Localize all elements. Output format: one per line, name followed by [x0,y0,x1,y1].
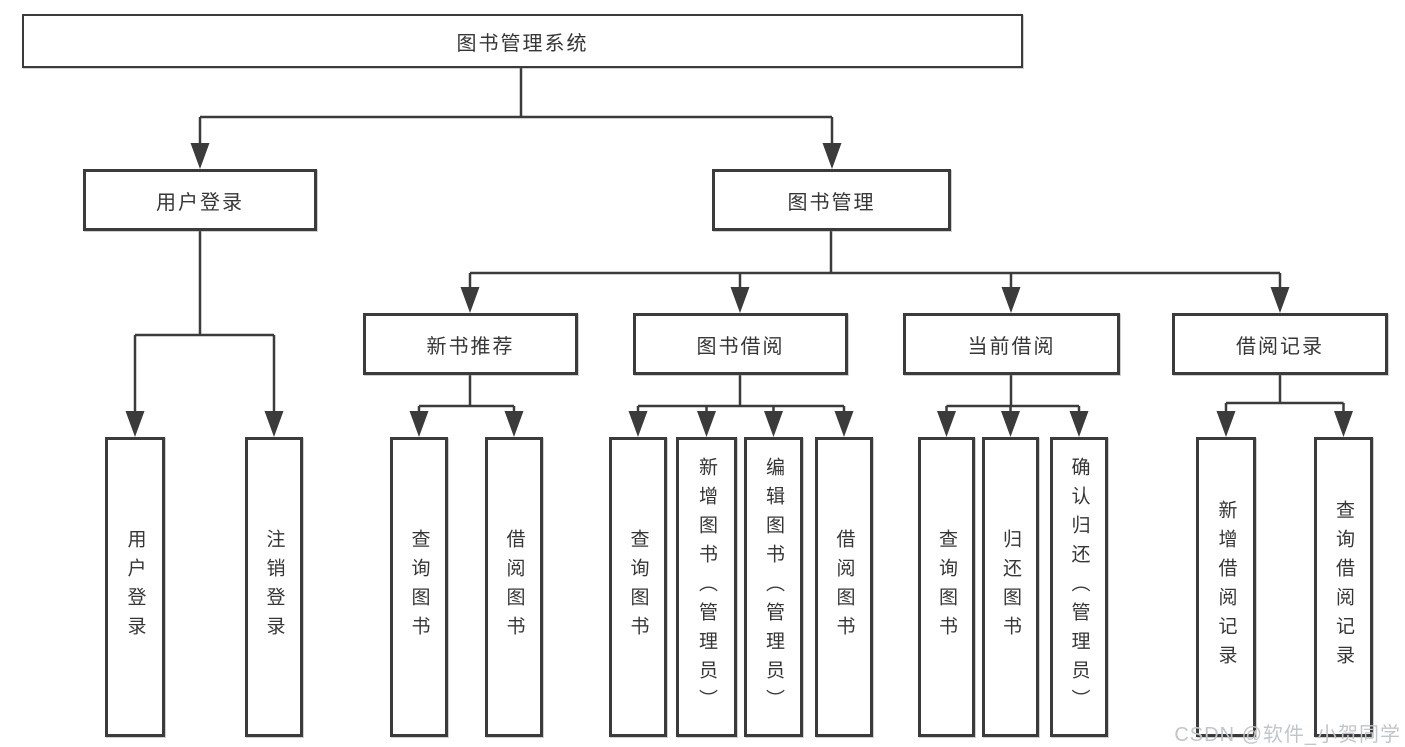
leaf-return-books: 归还图书 [982,437,1039,737]
leaf-user-login-label: 用户登录 [124,529,146,645]
leaf-borrow-books-label: 借阅图书 [833,529,855,645]
arrowhead-nb-query [409,411,429,437]
leaf-add-borrow-record-label: 新增借阅记录 [1215,500,1237,674]
connector-root-to-level2 [198,68,834,149]
leaf-edit-books-admin-label: 编辑图书（管理员） [763,456,784,718]
leaf-borrow-books-recommend-label: 借阅图书 [503,529,525,645]
leaf-logout: 注销登录 [245,437,303,737]
arrowhead-current-borrow [1001,287,1021,313]
leaf-borrow-books-recommend: 借阅图书 [485,437,543,737]
leaf-query-borrow-record: 查询借阅记录 [1314,437,1373,737]
arrowhead-bb-borrow [834,411,854,437]
node-borrow-records-label: 借阅记录 [1236,335,1324,358]
node-current-borrow: 当前借阅 [903,313,1120,375]
leaf-confirm-return-admin-label: 确认归还（管理员） [1068,456,1090,718]
arrowhead-bb-edit [764,411,783,437]
node-borrow-records: 借阅记录 [1172,313,1388,375]
node-user-login-label: 用户登录 [156,191,244,214]
leaf-query-books-recommend: 查询图书 [390,437,448,737]
arrowhead-br-query [1334,411,1353,437]
arrowhead-cb-return [1001,411,1020,437]
leaf-add-books-admin: 新增图书（管理员） [676,437,737,737]
node-new-book-recommend: 新书推荐 [363,313,578,375]
leaf-confirm-return-admin: 确认归还（管理员） [1050,437,1108,737]
node-book-management: 图书管理 [712,169,951,231]
arrowhead-cb-query [937,411,956,437]
connector-book-management-children [468,231,1282,293]
connector-new-book-children [417,375,516,417]
connector-user-login-children [133,231,276,417]
leaf-borrow-books: 借阅图书 [815,437,873,737]
arrowhead-leaf-user-login [125,411,145,437]
connector-current-borrow-children [945,375,1081,417]
leaf-query-books-borrow: 查询图书 [609,437,667,737]
arrowhead-leaf-logout [264,411,284,437]
node-current-borrow-label: 当前借阅 [967,335,1056,358]
arrowhead-new-book [460,287,480,313]
arrowhead-user-login [190,143,210,169]
csdn-watermark: CSDN @软件_小贺同学 [1174,724,1401,746]
node-book-management-label: 图书管理 [787,191,876,214]
arrowhead-br-add [1216,411,1236,437]
arrowhead-book-management [822,143,842,169]
node-user-login: 用户登录 [83,169,317,231]
leaf-query-books-current-label: 查询图书 [936,529,957,645]
leaf-logout-label: 注销登录 [263,529,285,645]
node-new-book-recommend-label: 新书推荐 [426,335,515,358]
leaf-edit-books-admin: 编辑图书（管理员） [744,437,803,737]
node-library-system: 图书管理系统 [22,14,1023,68]
leaf-query-borrow-record-label: 查询借阅记录 [1333,500,1354,674]
connector-borrow-records-children [1224,375,1345,417]
leaf-query-books-recommend-label: 查询图书 [408,529,430,645]
leaf-query-books-borrow-label: 查询图书 [627,529,649,645]
arrowhead-bb-query [628,411,648,437]
leaf-user-login: 用户登录 [105,437,165,737]
arrowhead-book-borrow [730,287,750,313]
arrowhead-cb-confirm [1069,411,1089,437]
connector-book-borrow-children [636,375,846,417]
leaf-add-books-admin-label: 新增图书（管理员） [696,456,717,718]
leaf-add-borrow-record: 新增借阅记录 [1196,437,1256,737]
leaf-return-books-label: 归还图书 [1000,529,1021,645]
arrowhead-borrow-records [1270,287,1290,313]
node-book-borrow: 图书借阅 [633,313,848,375]
node-library-system-label: 图书管理系统 [456,32,589,55]
leaf-query-books-current: 查询图书 [918,437,975,737]
node-book-borrow-label: 图书借阅 [696,335,785,358]
arrowhead-nb-borrow [504,411,524,437]
arrowhead-bb-add [697,411,716,437]
